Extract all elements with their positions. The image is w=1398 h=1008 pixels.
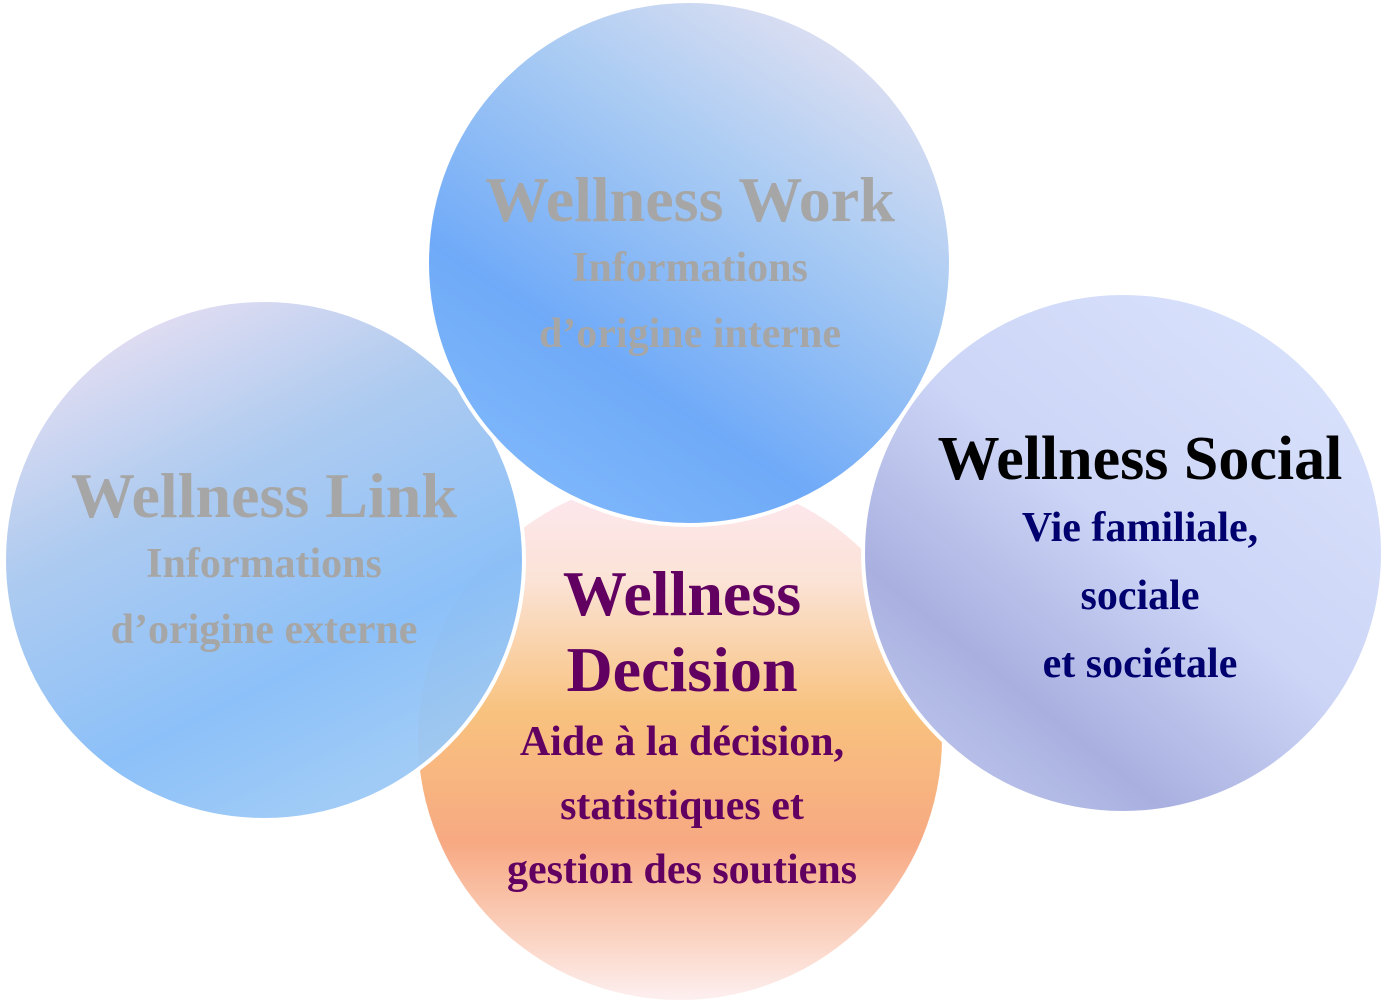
- social-line-1: Vie familiale,: [1021, 505, 1259, 551]
- social-circle: [861, 291, 1385, 815]
- decision-line-1: Aide à la décision,: [519, 719, 845, 765]
- work-circle: [425, 0, 953, 527]
- work-line-2: d’origine interne: [538, 311, 842, 357]
- work-line-1: Informations: [572, 245, 808, 291]
- decision-circle: [418, 476, 942, 1000]
- work-label: Wellness Work Informations d’origine int…: [430, 168, 950, 364]
- social-line-2: sociale: [1080, 573, 1200, 619]
- social-title: Wellness Social: [937, 425, 1343, 493]
- link-title: Wellness Link: [71, 460, 457, 531]
- work-title: Wellness Work: [485, 164, 895, 235]
- link-line-2: d’origine externe: [110, 607, 418, 653]
- decision-title-line-1: Wellness: [562, 558, 802, 629]
- decision-line-3: gestion des soutiens: [506, 847, 858, 893]
- social-line-3: et sociétale: [1042, 641, 1238, 687]
- link-label: Wellness Link Informations d’origine ext…: [4, 464, 524, 660]
- link-line-1: Informations: [146, 541, 382, 587]
- decision-label: Wellness Decision Aide à la décision, st…: [422, 556, 942, 900]
- link-circle: [2, 298, 526, 822]
- social-label: Wellness Social Vie familiale, sociale e…: [880, 428, 1398, 694]
- decision-line-2: statistiques et: [560, 783, 804, 829]
- decision-title-line-2: Decision: [566, 634, 798, 705]
